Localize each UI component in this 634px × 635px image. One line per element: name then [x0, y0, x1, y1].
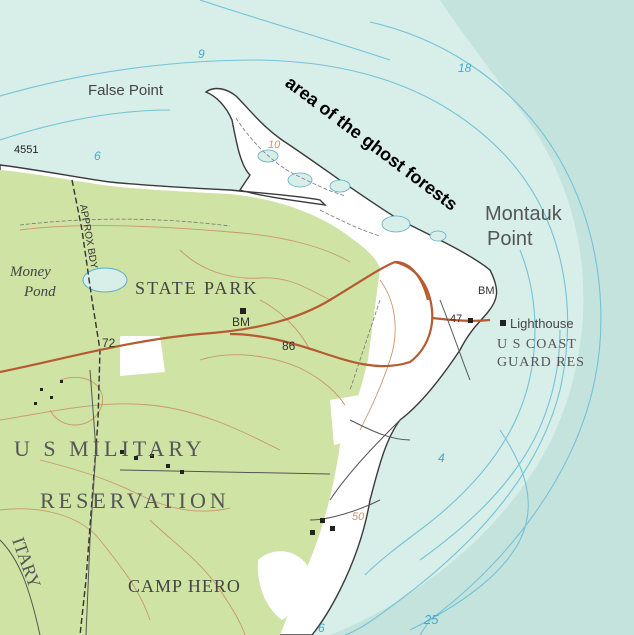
- label-point: Point: [487, 228, 533, 250]
- depth-6: 6: [94, 149, 101, 163]
- double-roads: [19, 117, 381, 391]
- label-state-park: STATE PARK: [135, 278, 258, 298]
- buildings: [34, 308, 506, 535]
- label-lighthouse: Lighthouse: [510, 316, 574, 331]
- label-pond: Pond: [23, 284, 56, 300]
- depth-9: 9: [198, 47, 205, 61]
- label-montauk: Montauk: [485, 203, 563, 225]
- label-bm-1: BM: [232, 315, 250, 329]
- label-money: Money: [9, 264, 51, 280]
- label-coast-guard-2: GUARD RES: [497, 355, 585, 370]
- clearing-lower: [257, 551, 310, 620]
- land-contours: [0, 225, 396, 635]
- depth-50: 50: [352, 511, 365, 523]
- depth-4: 4: [438, 451, 445, 465]
- label-false-point: False Point: [88, 82, 164, 99]
- spit-ponds: [257, 149, 447, 242]
- depth-10: 10: [268, 139, 281, 151]
- depth-25: 25: [423, 612, 439, 627]
- label-4551: 4551: [14, 144, 38, 156]
- label-86: 86: [282, 339, 296, 353]
- label-coast-guard-1: U S COAST: [497, 337, 577, 352]
- label-military-1: U S MILITARY: [14, 436, 206, 461]
- secondary-roads: [0, 299, 471, 635]
- depth-contours: [0, 0, 602, 635]
- label-camp-hero: CAMP HERO: [128, 576, 241, 596]
- roads: [0, 260, 491, 374]
- label-military-2: RESERVATION: [40, 488, 230, 513]
- label-47: 47: [450, 313, 462, 325]
- clearing-center: [120, 336, 165, 376]
- depth-18: 18: [458, 61, 472, 75]
- money-pond: [82, 267, 128, 293]
- label-72: 72: [102, 336, 116, 350]
- clearing-right: [330, 395, 360, 445]
- approx-boundary: [71, 179, 101, 635]
- label-bm-2: BM: [478, 285, 495, 297]
- depth-6b: 6: [318, 621, 325, 635]
